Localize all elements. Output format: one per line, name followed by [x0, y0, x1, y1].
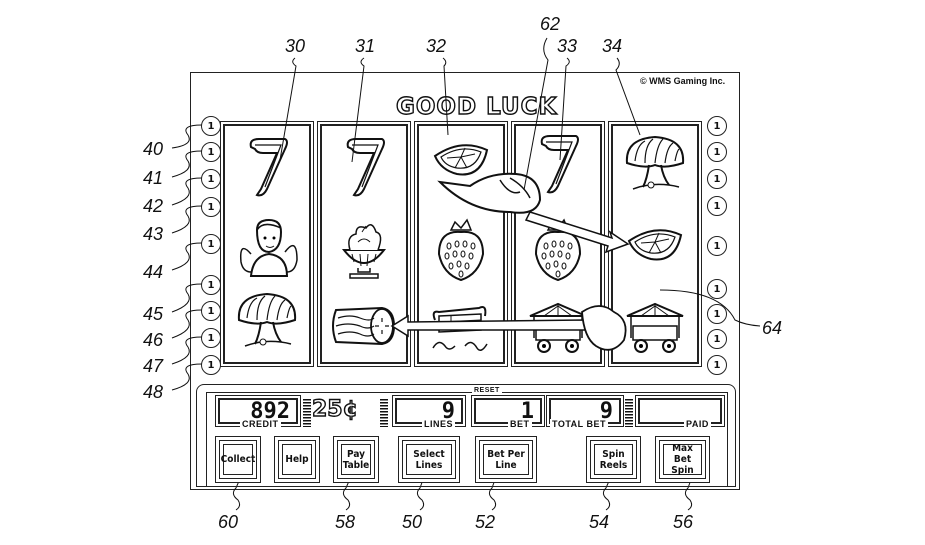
payline-button-left-8[interactable]: 1 [201, 328, 221, 348]
payline-button-right-8[interactable]: 1 [707, 329, 727, 349]
ref-numeral-43: 43 [143, 224, 164, 244]
payline-button-left-2[interactable]: 1 [201, 142, 221, 162]
ref-numeral-54: 54 [589, 512, 610, 532]
drag-arrow-right [524, 211, 630, 254]
lines-value: 9 [441, 399, 455, 424]
select-lines-button-label: Select Lines [406, 444, 452, 475]
payline-button-left-7[interactable]: 1 [201, 301, 221, 321]
pointer-hand-icon [581, 305, 627, 351]
coil-decoration [303, 399, 311, 427]
paid-label: PAID [684, 419, 711, 429]
symbol-cart [626, 303, 684, 353]
spin-reels-button[interactable]: Spin Reels [586, 436, 641, 483]
payline-button-left-3[interactable]: 1 [201, 169, 221, 189]
symbol-seven [540, 135, 579, 194]
symbol-seashell [625, 136, 685, 190]
payline-button-right-6[interactable]: 1 [707, 279, 727, 299]
ref-numeral-50: 50 [402, 512, 423, 532]
hand-drag-icon [437, 172, 542, 214]
ref-numeral-46: 46 [143, 330, 164, 350]
bet-per-line-button-label: Bet Per Line [483, 444, 529, 475]
payline-button-right-5[interactable]: 1 [707, 236, 727, 256]
coil-decoration [380, 399, 388, 427]
ref-numeral-48: 48 [143, 382, 164, 402]
payline-button-right-4[interactable]: 1 [707, 196, 727, 216]
help-button[interactable]: Help [274, 436, 320, 483]
ref-numeral-42: 42 [143, 196, 164, 216]
payline-button-right-9[interactable]: 1 [707, 355, 727, 375]
help-button-label: Help [282, 444, 312, 475]
pay-table-button[interactable]: Pay Table [333, 436, 379, 483]
ref-numeral-58: 58 [335, 512, 356, 532]
bet-label: BET [508, 419, 532, 429]
ref-numeral-47: 47 [143, 356, 164, 376]
symbol-flower-bowl [343, 223, 385, 279]
total-bet-label: TOTAL BET [550, 419, 608, 429]
ref-numeral-41: 41 [143, 168, 164, 188]
symbol-seven [249, 138, 288, 197]
symbol-orange [434, 144, 488, 176]
symbol-orange [628, 229, 682, 261]
paid-meter [635, 395, 725, 427]
payline-button-left-6[interactable]: 1 [201, 275, 221, 295]
symbol-log [332, 307, 395, 345]
symbol-seven [346, 138, 385, 197]
payline-button-right-3[interactable]: 1 [707, 169, 727, 189]
ref-numeral-31: 31 [355, 36, 376, 56]
max-bet-spin-button-label: Max Bet Spin [663, 443, 702, 476]
ref-numeral-40: 40 [143, 139, 164, 159]
ref-numeral-32: 32 [426, 36, 447, 56]
lines-label: LINES [422, 419, 456, 429]
payline-button-left-5[interactable]: 1 [201, 234, 221, 254]
symbol-strawberry [438, 219, 484, 281]
select-lines-button[interactable]: Select Lines [398, 436, 460, 483]
slot-machine-cabinet [190, 72, 740, 490]
payline-button-left-9[interactable]: 1 [201, 355, 221, 375]
ref-numeral-34: 34 [602, 36, 623, 56]
collect-button[interactable]: Collect [215, 436, 261, 483]
collect-button-label: Collect [221, 444, 255, 475]
ref-numeral-56: 56 [673, 512, 694, 532]
total-bet-value: 9 [599, 399, 613, 424]
ref-numeral-62: 62 [540, 14, 561, 34]
ref-numeral-33: 33 [557, 36, 578, 56]
ref-numeral-64: 64 [762, 318, 783, 338]
payline-button-left-4[interactable]: 1 [201, 197, 221, 217]
credit-label: CREDIT [240, 419, 281, 429]
symbol-seashell [237, 293, 297, 347]
payline-button-right-1[interactable]: 1 [707, 116, 727, 136]
payline-button-right-7[interactable]: 1 [707, 304, 727, 324]
bet-value: 1 [520, 399, 534, 424]
payline-button-right-2[interactable]: 1 [707, 142, 727, 162]
coil-decoration [625, 399, 633, 427]
copyright-notice: © WMS Gaming Inc. [640, 76, 726, 86]
ref-numeral-52: 52 [475, 512, 496, 532]
ref-numeral-45: 45 [143, 304, 164, 324]
spin-reels-button-label: Spin Reels [594, 444, 633, 475]
ref-numeral-30: 30 [285, 36, 306, 56]
ref-numeral-44: 44 [143, 262, 164, 282]
good-luck-title: GOOD LUCK [395, 93, 558, 120]
drag-arrow-left [390, 314, 586, 338]
reset-label: RESET [472, 387, 502, 394]
control-panel-inner [206, 392, 728, 487]
max-bet-spin-button[interactable]: Max Bet Spin [655, 436, 710, 483]
payline-button-left-1[interactable]: 1 [201, 116, 221, 136]
denomination-display: 25¢ [311, 396, 358, 422]
pay-table-button-label: Pay Table [341, 444, 371, 475]
ref-numeral-60: 60 [218, 512, 239, 532]
symbol-fairy [239, 219, 298, 277]
bet-per-line-button[interactable]: Bet Per Line [475, 436, 537, 483]
